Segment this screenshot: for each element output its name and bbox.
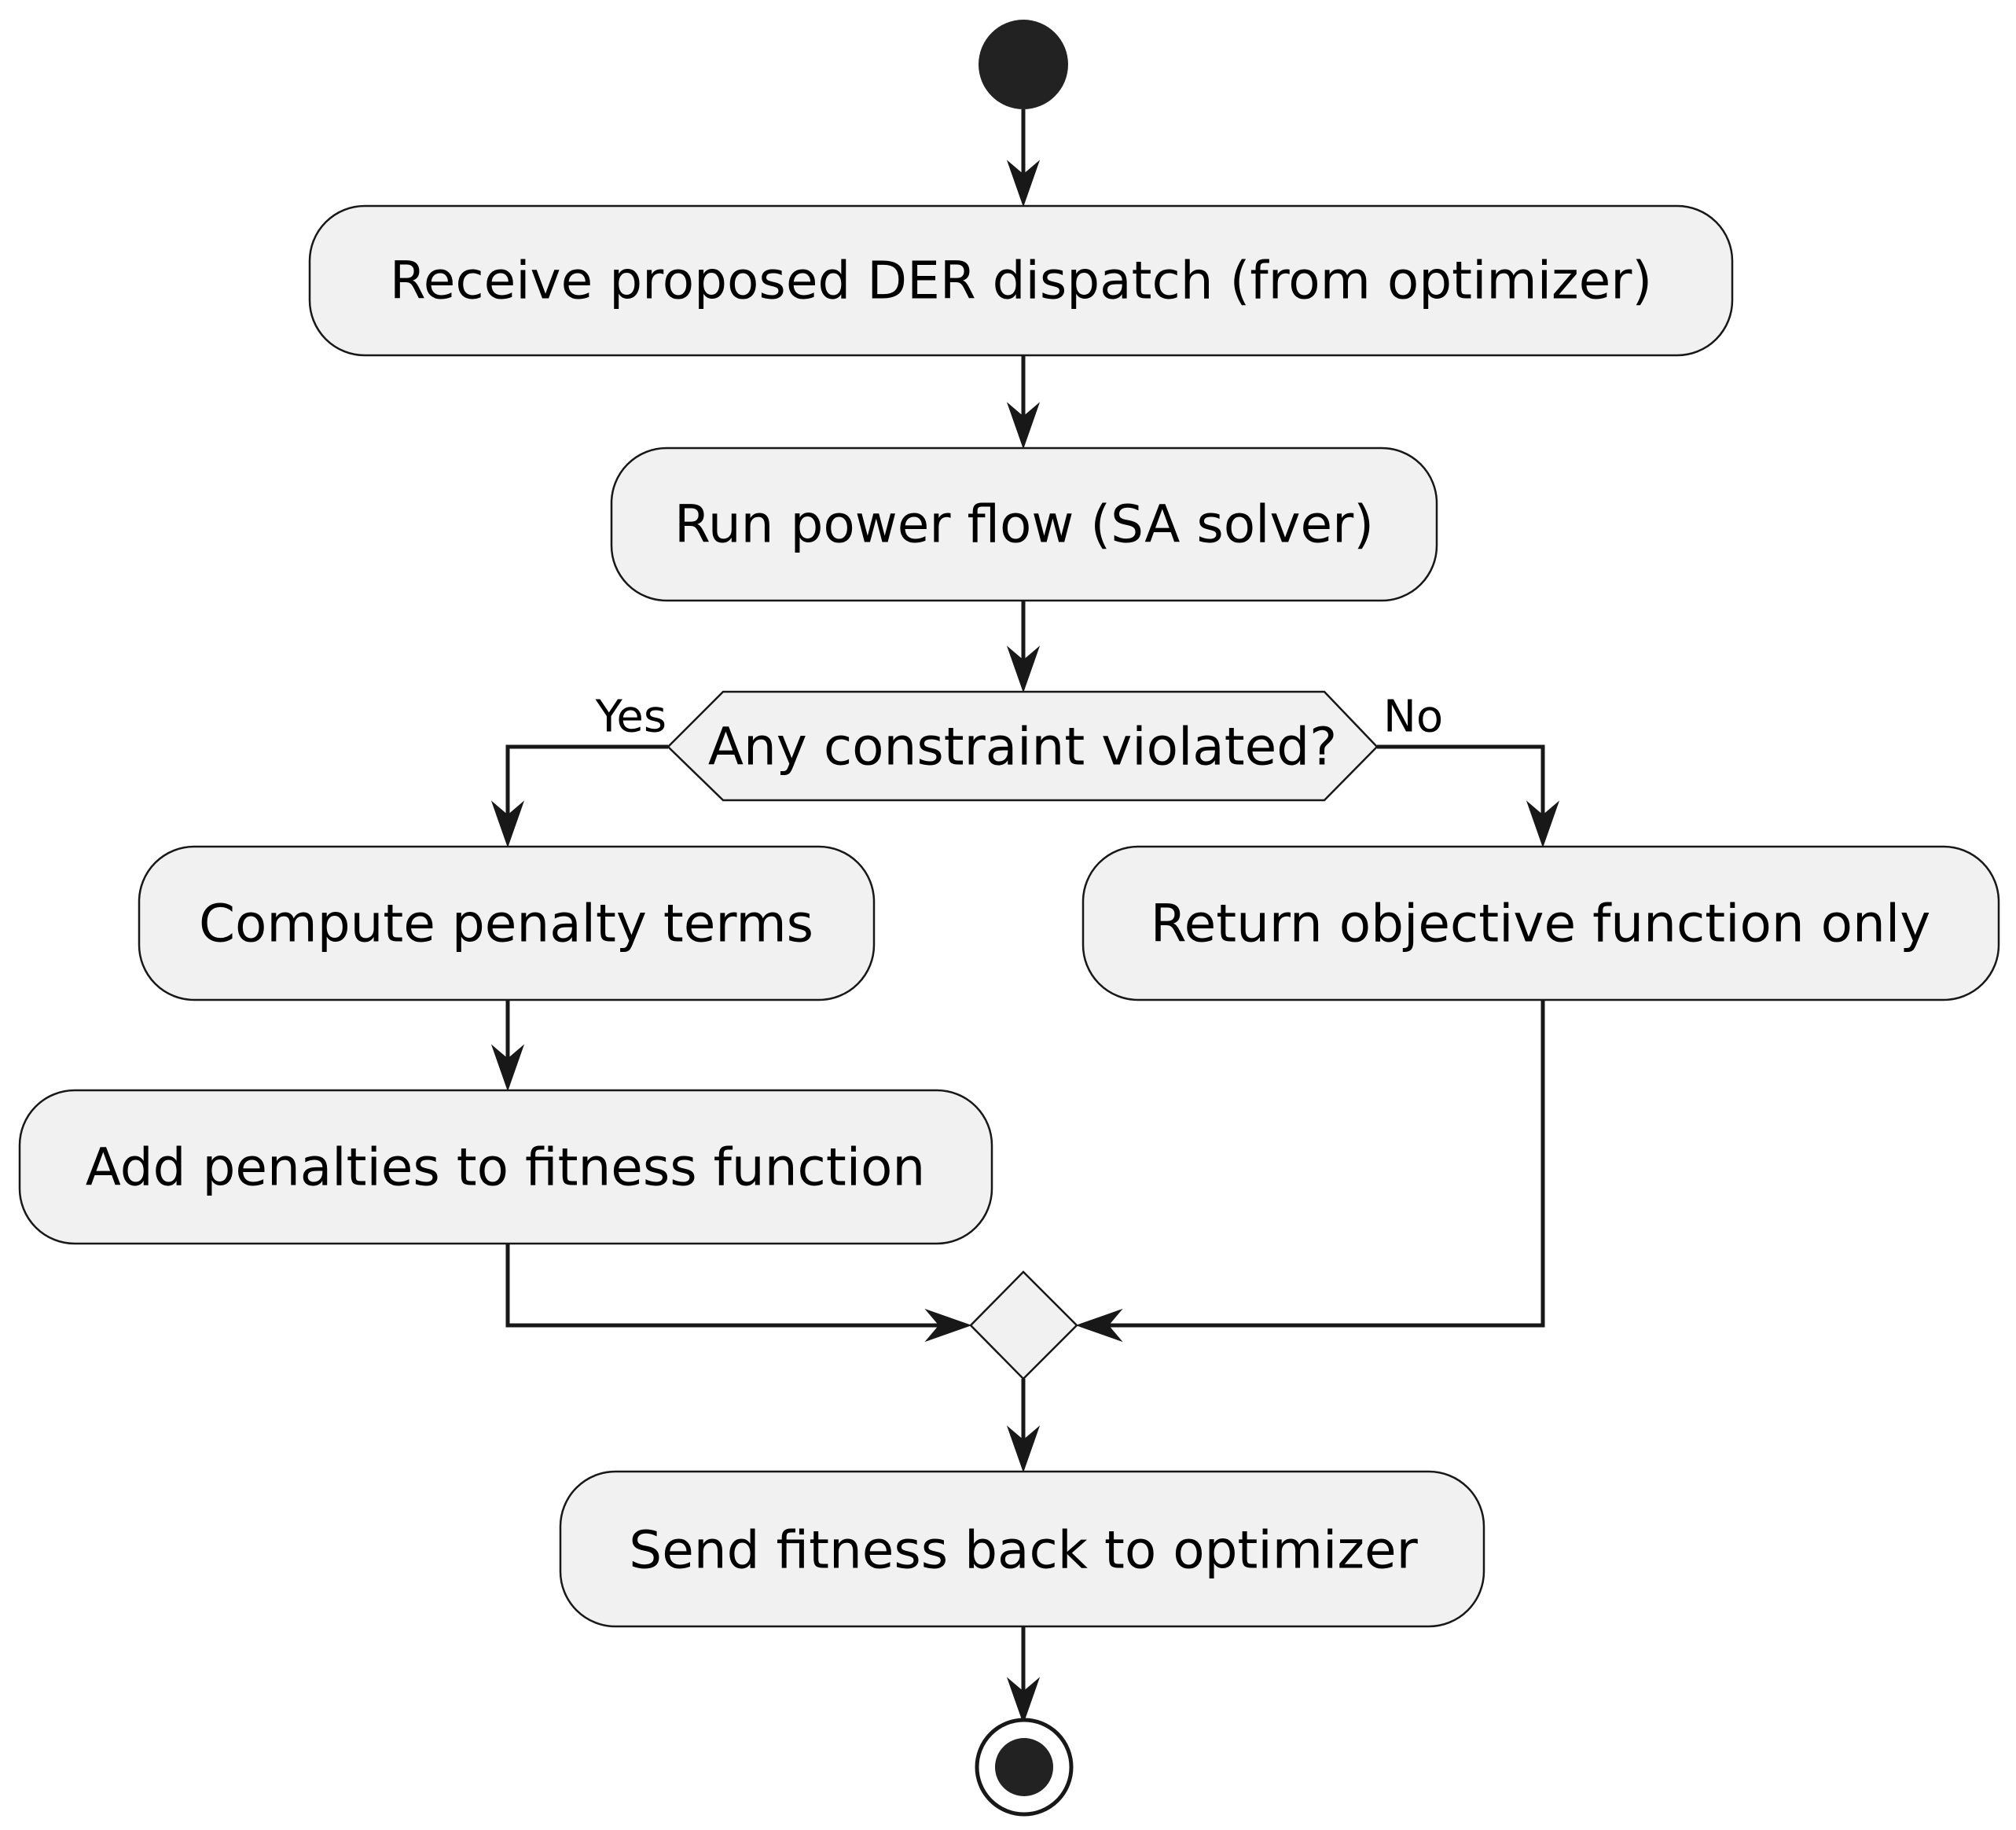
merge-node — [969, 1270, 1078, 1380]
arrowhead-penalty-terms-to-add-penalties — [490, 1044, 525, 1092]
arrowhead-start-to-receive — [1006, 160, 1041, 208]
activity-receive-dispatch-label: Receive proposed DER dispatch (from opti… — [390, 251, 1652, 311]
edge-add-penalties-to-merge — [505, 1244, 959, 1328]
activity-receive-dispatch — [308, 204, 1734, 357]
arrowhead-receive-to-power-flow — [1006, 402, 1041, 450]
start-node — [979, 20, 1068, 109]
arrowhead-power-flow-to-decision — [1006, 645, 1041, 693]
arrowhead-merge-to-send-fitness — [1006, 1425, 1041, 1473]
activity-return-objective-label: Return objective function only — [1151, 894, 1931, 954]
arrowhead-send-fitness-to-end — [1006, 1677, 1041, 1725]
arrowhead-add-penalties-to-merge — [924, 1308, 972, 1343]
end-node-core — [995, 1738, 1053, 1796]
activity-send-fitness-label: Send fitness back to optimizer — [629, 1520, 1418, 1581]
edge-yes-to-penalty-terms — [505, 744, 668, 837]
arrowhead-return-objective-to-merge — [1075, 1308, 1123, 1343]
activity-run-power-flow-label: Run power flow (SA solver) — [674, 494, 1374, 555]
branch-yes-label: Yes — [595, 692, 666, 743]
arrowhead-yes-to-penalty-terms — [490, 800, 525, 848]
activity-add-penalties-label: Add penalties to fitness function — [86, 1137, 926, 1198]
activity-compute-penalty-terms-label: Compute penalty terms — [199, 894, 813, 954]
edge-no-to-return-objective — [1377, 744, 1545, 837]
arrowhead-no-to-return-objective — [1526, 800, 1560, 848]
branch-no-label: No — [1383, 692, 1443, 743]
edge-return-objective-to-merge — [1089, 1000, 1545, 1328]
decision-constraint-violated-label: Any constraint violated? — [708, 717, 1337, 777]
